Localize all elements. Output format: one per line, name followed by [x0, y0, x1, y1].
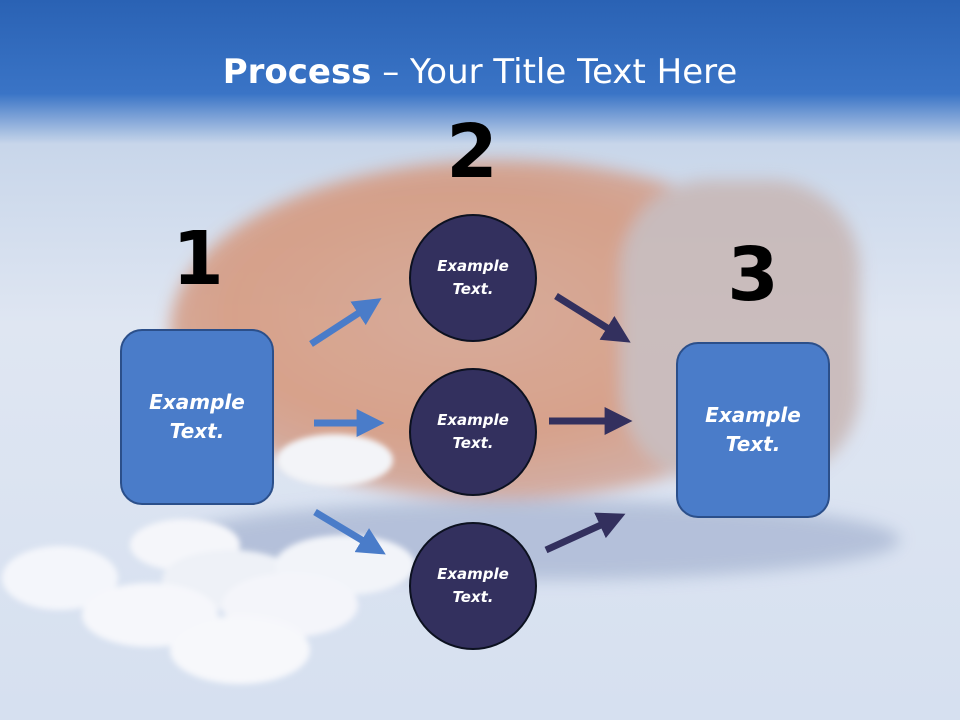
circle-middle-line1: Example [437, 411, 509, 429]
left-box: Example Text. [120, 329, 274, 505]
circle-top-line2: Text. [452, 280, 494, 298]
slide-title: Process – Your Title Text Here [0, 52, 960, 92]
circle-bottom-line1: Example [437, 565, 509, 583]
circle-bottom: Example Text. [409, 522, 537, 650]
right-box-line1: Example [705, 403, 801, 427]
right-box-line2: Text. [725, 432, 781, 456]
circle-top: Example Text. [409, 214, 537, 342]
step-number-1: 1 [172, 216, 224, 302]
step-number-2: 2 [446, 109, 498, 195]
circle-middle: Example Text. [409, 368, 537, 496]
left-box-line2: Text. [169, 419, 225, 443]
circle-top-line1: Example [437, 257, 509, 275]
arrow-left-to-top [309, 298, 382, 347]
circle-middle-line2: Text. [452, 434, 494, 452]
step-number-3: 3 [727, 232, 779, 318]
title-bold: Process [222, 52, 372, 92]
arrow-left-to-bottom [313, 508, 386, 555]
arrow-top-to-right [554, 293, 631, 343]
right-box: Example Text. [676, 342, 830, 518]
left-box-line1: Example [149, 390, 245, 414]
circle-bottom-line2: Text. [452, 588, 494, 606]
title-rest: – Your Title Text Here [371, 52, 738, 92]
arrow-bottom-to-right [544, 512, 626, 554]
